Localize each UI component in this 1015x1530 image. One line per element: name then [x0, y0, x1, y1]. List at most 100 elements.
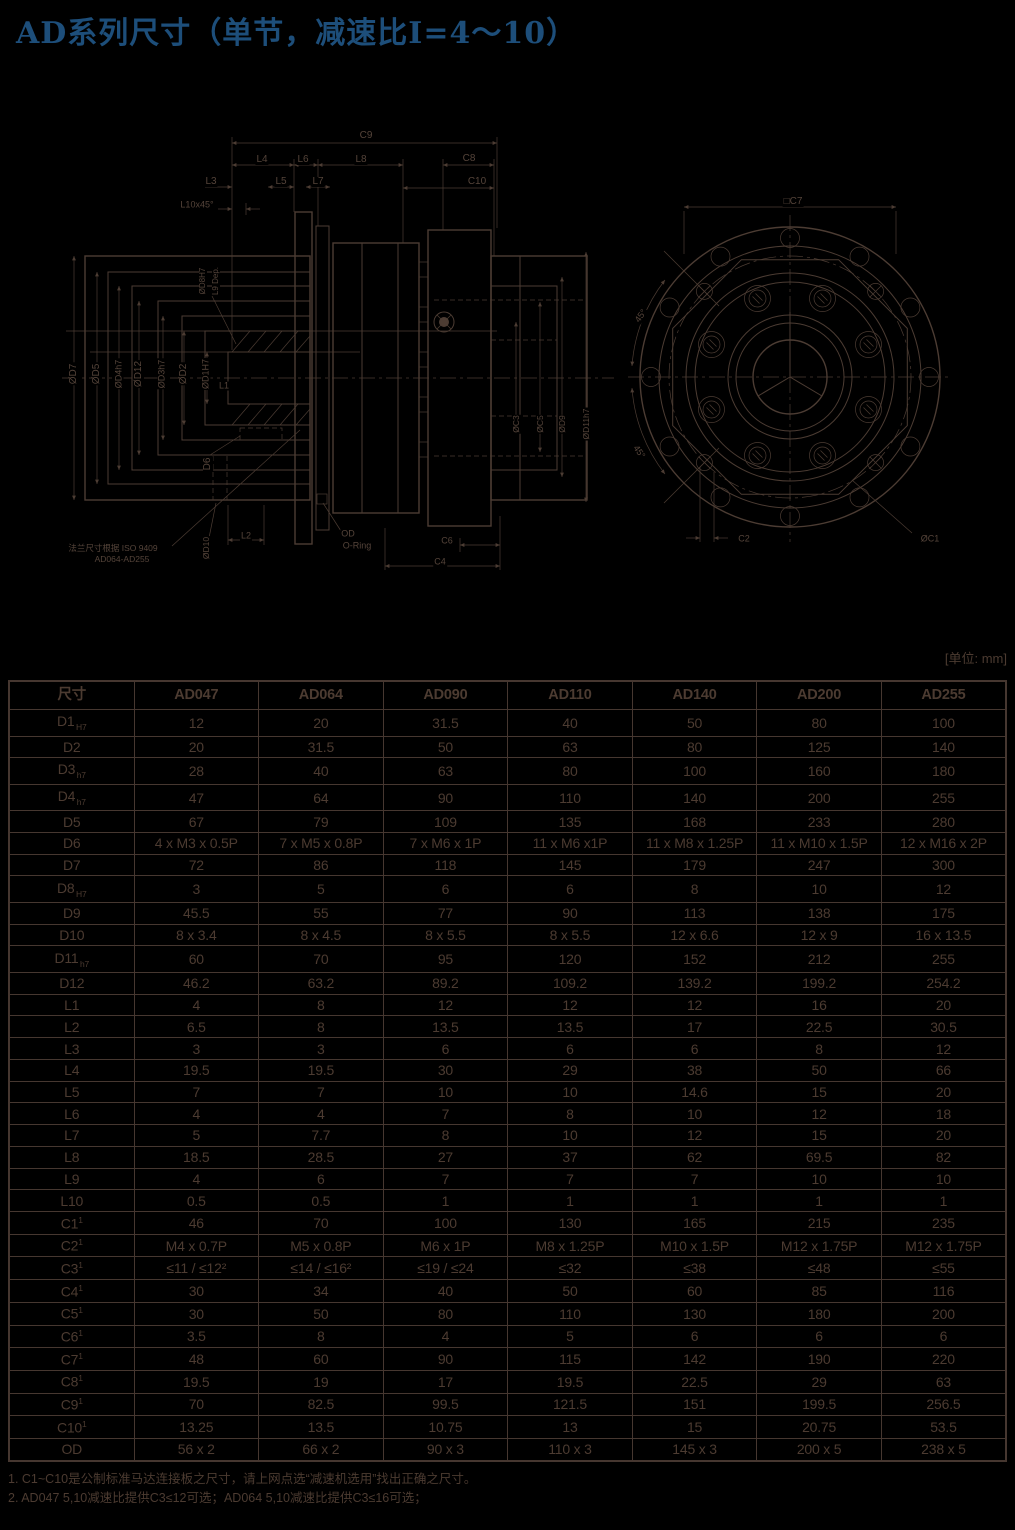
- row-label: D6: [8, 832, 135, 855]
- cell: 12: [880, 1037, 1007, 1060]
- row-label: D5: [8, 810, 135, 834]
- cell: 40: [382, 1279, 509, 1303]
- cell: 130: [631, 1301, 758, 1326]
- cell: 90: [382, 783, 509, 812]
- row-label: OD: [8, 1437, 135, 1462]
- cell: 233: [756, 810, 882, 834]
- row-label: C41: [8, 1279, 135, 1303]
- row-label: D3 h7: [8, 757, 135, 785]
- cell: 45.5: [133, 902, 260, 925]
- cell: 179: [631, 853, 758, 877]
- cell: 8: [258, 1324, 384, 1349]
- cell: ≤48: [756, 1256, 882, 1281]
- cell: 142: [631, 1347, 758, 1371]
- cell: 15: [756, 1124, 882, 1147]
- cell: 20: [258, 709, 384, 737]
- dim-c2: C2: [737, 533, 751, 544]
- cell: 0.5: [258, 1189, 384, 1213]
- cell: 300: [880, 853, 1007, 877]
- gearbox-side-section-view: [62, 137, 614, 570]
- dim-l8: L8: [354, 154, 368, 165]
- cell: 12: [133, 709, 260, 737]
- cell: 7: [507, 1167, 633, 1191]
- cell: 15: [756, 1080, 882, 1104]
- cell: 3: [133, 875, 260, 903]
- cell: 80: [382, 1301, 509, 1326]
- cell: 50: [382, 735, 509, 759]
- cell: 31.5: [382, 709, 509, 737]
- cell: 8 x 5.5: [507, 923, 633, 947]
- dim-d7: ØD7: [68, 362, 79, 386]
- cell: 62: [631, 1145, 758, 1169]
- oring-label: O-Ring: [341, 540, 373, 551]
- cell: 256.5: [880, 1392, 1007, 1417]
- cell: 12: [880, 875, 1007, 903]
- column-header-AD047: AD047: [133, 680, 260, 710]
- cell: 215: [756, 1211, 882, 1235]
- dim-d8: ØD8H7: [198, 266, 207, 296]
- dim-d9: ØD9: [556, 414, 567, 434]
- cell: 66 x 2: [258, 1437, 384, 1462]
- cell: 12 x M16 x 2P: [880, 832, 1007, 855]
- cell: 165: [631, 1211, 758, 1235]
- cell: 50: [507, 1279, 633, 1303]
- cell: 115: [507, 1347, 633, 1371]
- cell: 254.2: [880, 971, 1007, 995]
- cell: 28: [133, 757, 260, 785]
- row-label: L1: [8, 993, 135, 1017]
- cell: 19.5: [507, 1369, 633, 1394]
- dim-d10: ØD10: [200, 535, 211, 561]
- cell: 63: [507, 735, 633, 759]
- row-label: C81: [8, 1369, 135, 1394]
- cell: ≤38: [631, 1256, 758, 1281]
- row-label: C31: [8, 1256, 135, 1281]
- cell: 19.5: [258, 1058, 384, 1082]
- cell: 12: [382, 993, 509, 1017]
- cell: 100: [382, 1211, 509, 1235]
- dim-c8: C8: [461, 153, 477, 164]
- flange-note-line2: AD064-AD255: [93, 553, 151, 564]
- dim-l7: L7: [311, 176, 325, 187]
- cell: 29: [507, 1058, 633, 1082]
- row-label: C101: [8, 1415, 135, 1439]
- cell: 145: [507, 853, 633, 877]
- cell: 19: [258, 1369, 384, 1394]
- cell: 72: [133, 853, 260, 877]
- cell: 20: [880, 993, 1007, 1017]
- cell: 7.7: [258, 1124, 384, 1147]
- row-label: D1 H7: [8, 709, 135, 737]
- cell: 14.6: [631, 1080, 758, 1104]
- cell: 47: [133, 783, 260, 812]
- dim-c5: ØC5: [534, 414, 545, 434]
- cell: 135: [507, 810, 633, 834]
- cell: 7 x M5 x 0.8P: [258, 832, 384, 855]
- dim-c9: C9: [358, 130, 374, 141]
- cell: 4: [258, 1102, 384, 1126]
- cell: 18.5: [133, 1145, 260, 1169]
- cell: 6: [631, 1324, 758, 1349]
- row-label: L7: [8, 1124, 135, 1147]
- cell: 82: [880, 1145, 1007, 1169]
- dim-d2: ØD2: [178, 362, 189, 386]
- cell: 109.2: [507, 971, 633, 995]
- cell: 17: [631, 1015, 758, 1039]
- cell: 4: [133, 1167, 260, 1191]
- column-header-AD200: AD200: [756, 680, 882, 710]
- cell: 1: [756, 1189, 882, 1213]
- cell: 40: [258, 757, 384, 785]
- row-label: L4: [8, 1058, 135, 1082]
- cell: 12 x 9: [756, 923, 882, 947]
- cell: 80: [507, 757, 633, 785]
- column-header-AD090: AD090: [382, 680, 509, 710]
- cell: 10: [382, 1080, 509, 1104]
